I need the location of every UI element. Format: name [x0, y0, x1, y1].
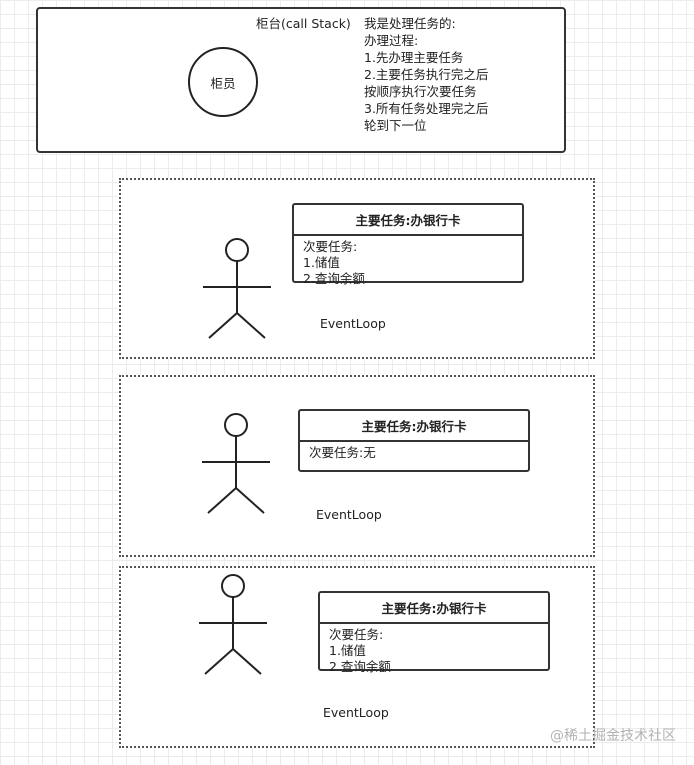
secondary-tasks: 次要任务: 1.储值 2.查询余额 — [320, 624, 548, 675]
person-icon — [202, 413, 270, 514]
description-line: 3.所有任务处理完之后轮到下一位 — [364, 101, 489, 133]
watermark: @稀土掘金技术社区 — [550, 728, 676, 744]
counter-description: 我是处理任务的: 办理过程: 1.先办理主要任务 2.主要任务执行完之后按顺序执… — [364, 15, 489, 134]
main-task-title: 主要任务:办银行卡 — [320, 593, 548, 624]
event-loop-label: EventLoop — [323, 705, 389, 720]
event-loop-label: EventLoop — [316, 507, 382, 522]
main-task-title: 主要任务:办银行卡 — [294, 205, 522, 236]
task-detail: 次要任务: — [303, 239, 358, 254]
event-loop-label: EventLoop — [320, 316, 386, 331]
event-loop-box-3: 主要任务:办银行卡 次要任务: 1.储值 2.查询余额 EventLoop — [119, 566, 595, 748]
task-detail: 次要任务:无 — [309, 445, 376, 460]
task-card: 主要任务:办银行卡 次要任务:无 — [298, 409, 530, 472]
person-icon — [203, 238, 271, 339]
task-detail: 1.储值 — [329, 643, 366, 658]
description-line: 办理过程: — [364, 33, 419, 48]
call-stack-counter: 柜台(call Stack) 柜员 我是处理任务的: 办理过程: 1.先办理主要… — [36, 7, 566, 153]
person-icon — [199, 574, 267, 675]
counter-title: 柜台(call Stack) — [256, 16, 351, 31]
description-line: 1.先办理主要任务 — [364, 50, 464, 65]
task-detail: 2.查询余额 — [329, 659, 391, 674]
description-line: 2.主要任务执行完之后按顺序执行次要任务 — [364, 67, 489, 99]
teller-label: 柜员 — [210, 75, 236, 91]
event-loop-box-2: 主要任务:办银行卡 次要任务:无 EventLoop — [119, 375, 595, 557]
task-card: 主要任务:办银行卡 次要任务: 1.储值 2.查询余额 — [318, 591, 550, 674]
task-detail: 次要任务: — [329, 627, 384, 642]
task-detail: 1.储值 — [303, 255, 340, 270]
teller-circle: 柜员 — [188, 47, 258, 117]
main-task-title: 主要任务:办银行卡 — [300, 411, 528, 442]
description-line: 我是处理任务的: — [364, 16, 456, 31]
secondary-tasks: 次要任务: 1.储值 2.查询余额 — [294, 236, 522, 287]
event-loop-box-1: 主要任务:办银行卡 次要任务: 1.储值 2.查询余额 EventLoop — [119, 178, 595, 359]
task-detail: 2.查询余额 — [303, 271, 365, 286]
task-card: 主要任务:办银行卡 次要任务: 1.储值 2.查询余额 — [292, 203, 524, 286]
secondary-tasks: 次要任务:无 — [300, 442, 528, 461]
